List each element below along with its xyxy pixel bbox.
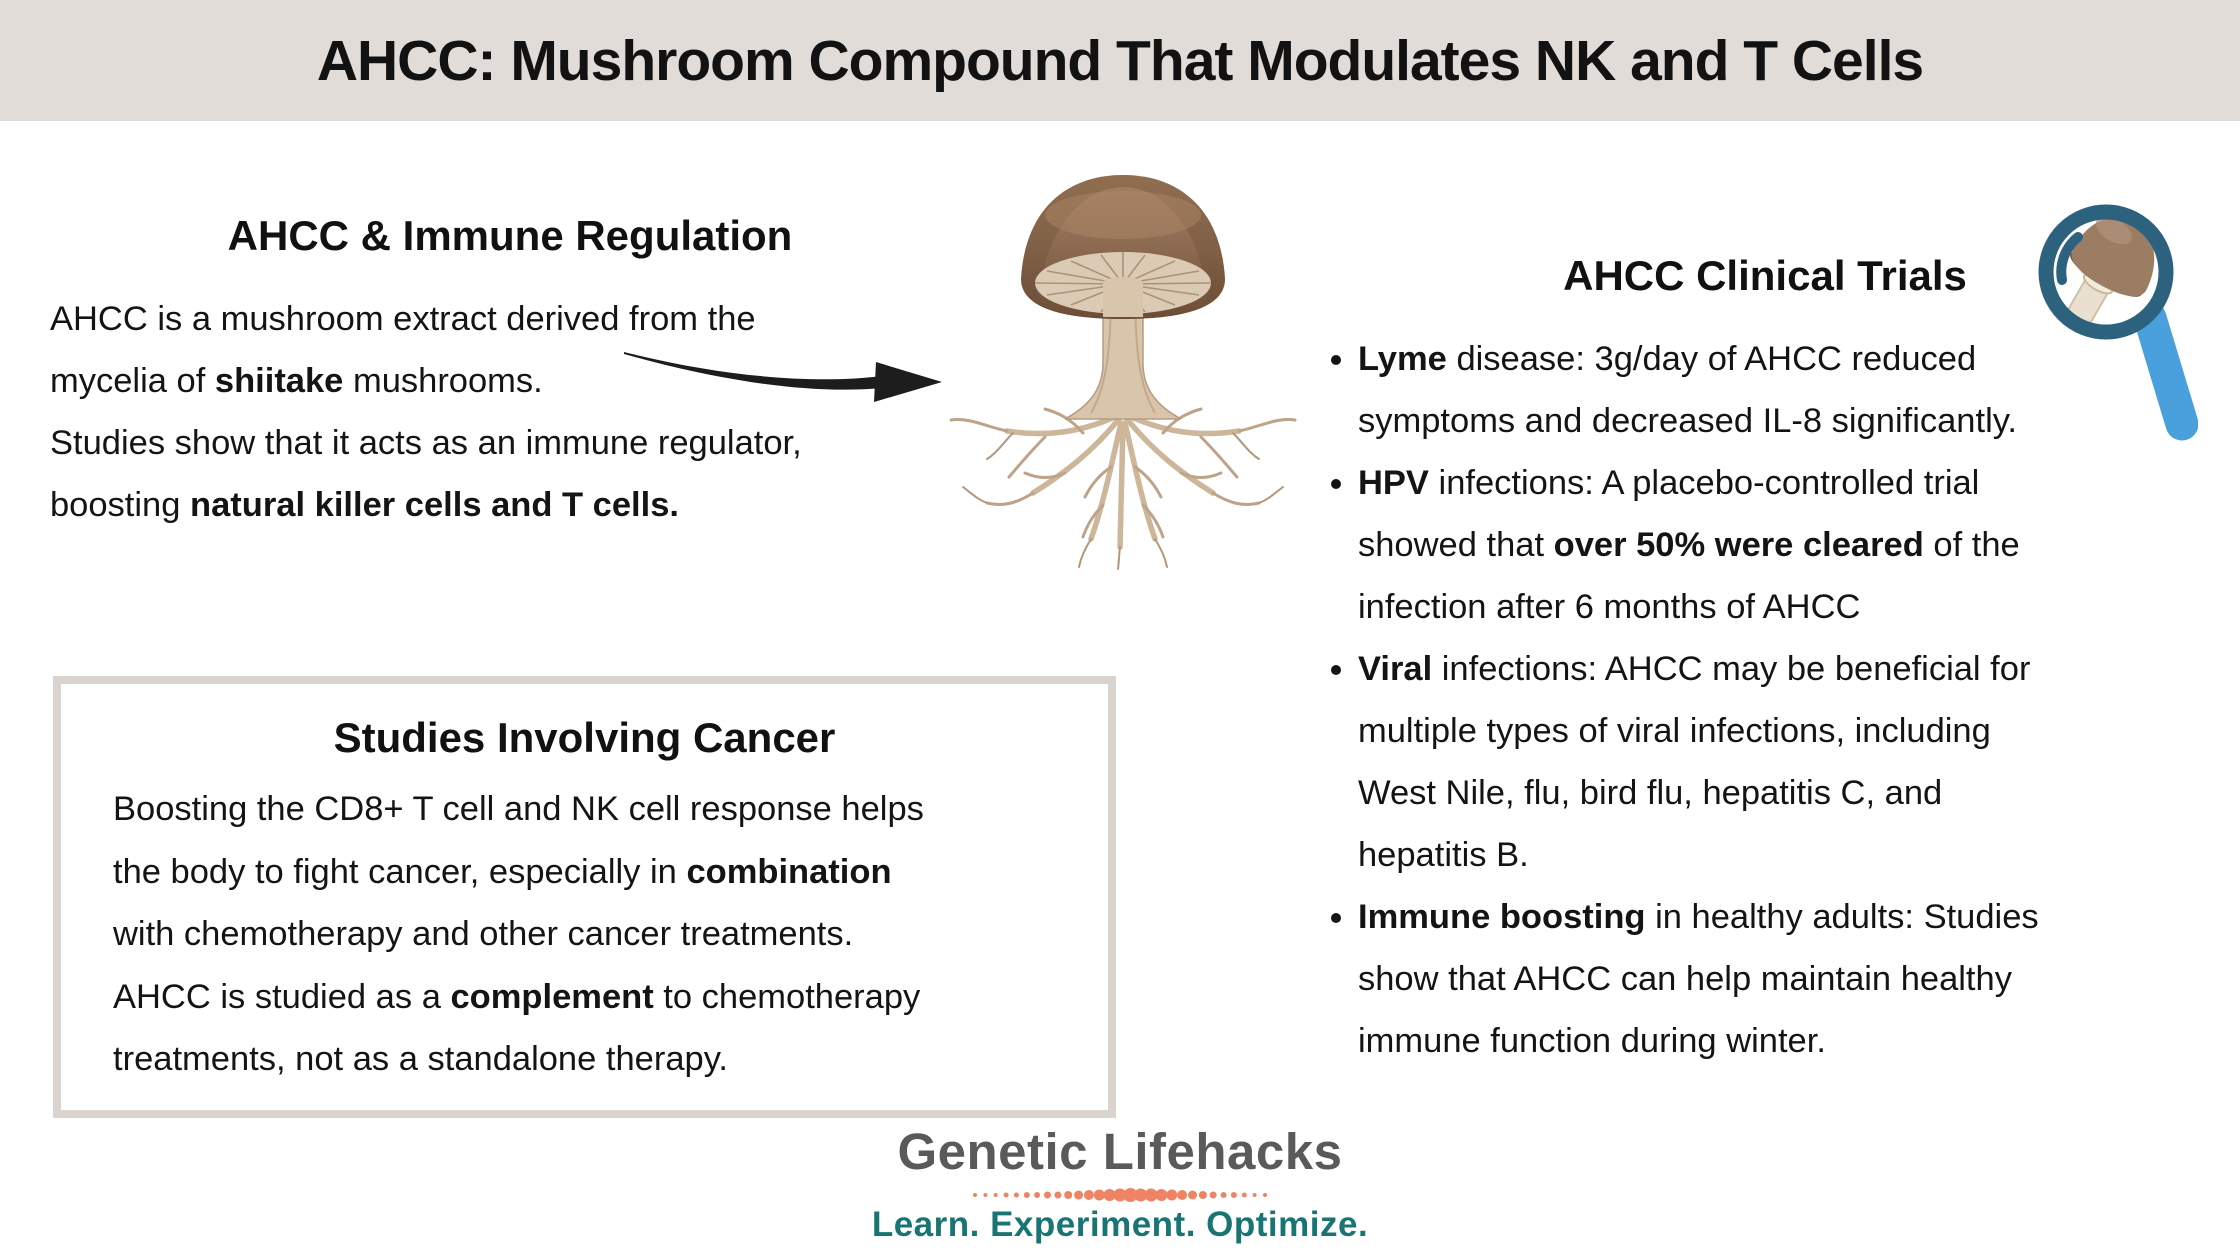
- list-item: Lyme disease: 3g/day of AHCC reduced sym…: [1358, 328, 2230, 452]
- magnifier-mushroom: [2067, 219, 2155, 325]
- mushroom-magnifier-icon: [2038, 204, 2198, 441]
- cancer-box-paragraph: Boosting the CD8+ T cell and NK cell res…: [113, 790, 924, 1078]
- list-item: Immune boosting in healthy adults: Studi…: [1358, 886, 2230, 1072]
- mycelium-roots: [1004, 410, 1242, 550]
- list-item: Viral infections: AHCC may be beneficial…: [1358, 638, 2230, 886]
- immune-regulation-section: AHCC & Immune Regulation AHCC is a mushr…: [50, 212, 970, 536]
- genetic-lifehacks-logo: Genetic Lifehacks Learn. Experiment. Opt…: [0, 1122, 2240, 1245]
- header-band: AHCC: Mushroom Compound That Modulates N…: [0, 0, 2240, 121]
- arrow-to-mushroom-icon: [624, 352, 942, 402]
- cancer-studies-box: Studies Involving Cancer Boosting the CD…: [53, 676, 1116, 1118]
- shiitake-mushroom-mycelium-illustration: [949, 175, 1297, 570]
- clinical-section-heading: AHCC Clinical Trials: [1563, 252, 1967, 299]
- list-item: HPV infections: A placebo-controlled tri…: [1358, 452, 2230, 638]
- clinical-trials-section: AHCC Clinical Trials Lyme disease: 3g/da…: [1300, 252, 2230, 1072]
- page-title: AHCC: Mushroom Compound That Modulates N…: [316, 28, 1924, 93]
- immune-section-heading: AHCC & Immune Regulation: [227, 212, 793, 259]
- magnifier-ring: [2038, 204, 2174, 340]
- cancer-box-heading: Studies Involving Cancer: [333, 714, 836, 761]
- dotted-divider: [973, 1188, 1267, 1202]
- immune-section-paragraph: AHCC is a mushroom extract derived from …: [50, 300, 802, 524]
- mushroom-stem: [1064, 282, 1182, 420]
- logo-wordmark: Genetic Lifehacks: [897, 1123, 1343, 1180]
- logo-tagline: Learn. Experiment. Optimize.: [871, 1205, 1369, 1244]
- clinical-trials-list: Lyme disease: 3g/day of AHCC reduced sym…: [1300, 328, 2230, 1072]
- magnifier-handle: [2133, 301, 2198, 441]
